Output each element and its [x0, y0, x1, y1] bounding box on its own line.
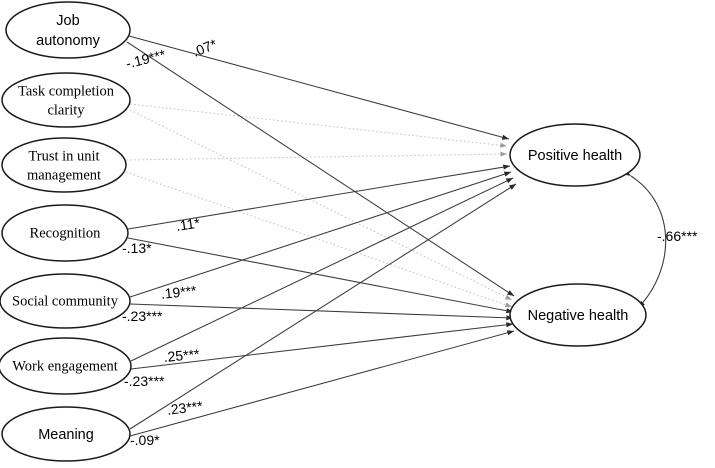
- edge-label-covariance-positive-negative-health: -.66***: [657, 228, 698, 244]
- node-job-autonomy[interactable]: Job autonomy: [5, 1, 131, 59]
- node-recognition[interactable]: Recognition: [1, 204, 129, 262]
- node-work-engagement[interactable]: Work engagement: [0, 337, 132, 395]
- path-social-community-to-negative-health: [129, 303, 514, 321]
- path-task-completion-to-positive-health: [129, 103, 508, 148]
- node-label-work-engagement: Work engagement: [12, 358, 118, 374]
- path-meaning-to-positive-health: [129, 183, 517, 430]
- node-ellipse-work-engagement[interactable]: [0, 337, 132, 395]
- edge-label-meaning-negative-health: -.09*: [130, 432, 160, 448]
- covariance-positive-negative-health: [623, 169, 667, 309]
- node-ellipse-positive-health[interactable]: [509, 123, 641, 187]
- node-negative-health[interactable]: Negative health: [509, 283, 647, 347]
- node-label-trust-in-unit-management-line2: management: [27, 167, 101, 183]
- path-task-completion-to-negative-health: [129, 109, 513, 301]
- edge-label-work-engagement-positive-health: .25***: [163, 345, 201, 365]
- covariance-paths: [623, 169, 667, 309]
- path-job-autonomy-to-negative-health: [126, 41, 515, 297]
- node-label-negative-health: Negative health: [528, 308, 629, 324]
- node-meaning[interactable]: Meaning: [1, 406, 131, 462]
- path-work-engagement-to-negative-health: [130, 322, 514, 370]
- path-recognition-to-positive-health: [127, 164, 511, 230]
- node-label-task-completion-clarity-line2: clarity: [47, 102, 85, 118]
- predictor-nodes: Job autonomy Task completion clarity Tru…: [0, 1, 132, 462]
- node-ellipse-social-community[interactable]: [0, 273, 131, 329]
- edge-label-social-community-negative-health: -.23***: [122, 308, 163, 324]
- node-ellipse-task-completion-clarity[interactable]: [1, 72, 131, 128]
- path-work-engagement-to-positive-health: [130, 177, 514, 362]
- node-label-trust-in-unit-management-line1: Trust in unit: [28, 148, 99, 164]
- node-label-task-completion-clarity-line1: Task completion: [18, 83, 115, 99]
- node-label-meaning: Meaning: [38, 427, 94, 443]
- node-task-completion-clarity[interactable]: Task completion clarity: [1, 72, 131, 128]
- node-trust-in-unit-management[interactable]: Trust in unit management: [1, 137, 127, 193]
- nonsignificant-paths: [125, 103, 513, 308]
- node-social-community[interactable]: Social community: [0, 273, 131, 329]
- edge-label-recognition-positive-health: .11*: [175, 214, 201, 234]
- node-ellipse-trust-in-unit-management[interactable]: [1, 137, 127, 193]
- path-trust-unit-mgmt-to-positive-health: [125, 151, 508, 161]
- node-label-job-autonomy-line2: autonomy: [36, 33, 100, 49]
- path-recognition-to-negative-health: [127, 237, 514, 314]
- outcome-nodes: Positive health Negative health: [509, 123, 647, 347]
- node-positive-health[interactable]: Positive health: [509, 123, 641, 187]
- node-ellipse-job-autonomy[interactable]: [5, 1, 131, 59]
- node-label-recognition: Recognition: [30, 225, 102, 241]
- path-social-community-to-positive-health: [129, 171, 512, 298]
- path-meaning-to-negative-health: [129, 330, 515, 437]
- node-label-positive-health: Positive health: [528, 148, 622, 164]
- path-trust-unit-mgmt-to-negative-health: [125, 171, 513, 308]
- node-ellipse-meaning[interactable]: [1, 406, 131, 462]
- node-label-social-community: Social community: [12, 293, 119, 309]
- node-label-job-autonomy-line1: Job: [56, 13, 79, 29]
- edge-label-recognition-negative-health: -.13*: [122, 240, 152, 256]
- edge-label-work-engagement-negative-health: -.23***: [124, 373, 165, 389]
- significant-paths: [126, 35, 517, 437]
- node-ellipse-recognition[interactable]: [1, 204, 129, 262]
- node-ellipse-negative-health[interactable]: [509, 283, 647, 347]
- path-job-autonomy-to-positive-health: [128, 35, 510, 140]
